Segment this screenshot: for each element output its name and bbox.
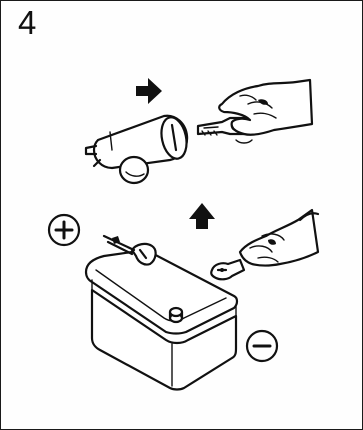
minus-icon bbox=[247, 331, 277, 361]
arrow-up-icon bbox=[189, 203, 215, 229]
hand-icon bbox=[240, 210, 318, 266]
ignition-lock-icon bbox=[86, 115, 190, 183]
arrow-right-icon bbox=[136, 78, 162, 104]
battery-icon bbox=[86, 236, 237, 390]
negative-cable-icon bbox=[211, 260, 244, 279]
plus-icon bbox=[49, 215, 79, 245]
